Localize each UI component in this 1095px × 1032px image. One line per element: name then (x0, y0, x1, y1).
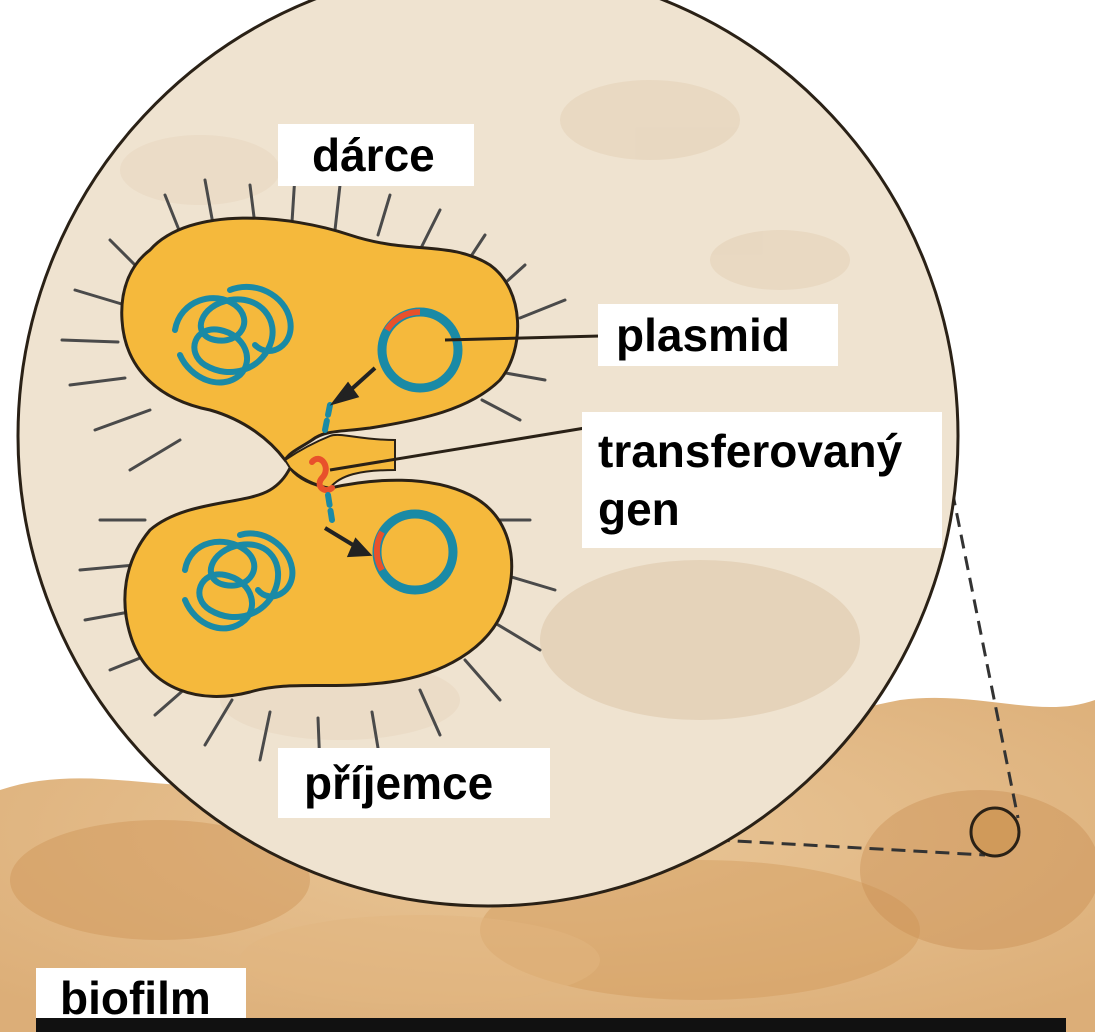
recipient-label: příjemce (278, 748, 550, 818)
donor-label: dárce (278, 124, 474, 186)
transferred-gene-label-line2: gen (598, 480, 942, 538)
transferred-gene-label-line1: transferovaný (598, 422, 942, 480)
plasmid-label: plasmid (598, 304, 838, 366)
biofilm-sample-circle (971, 808, 1019, 856)
transferred-gene-label: transferovaný gen (582, 412, 942, 548)
bottom-bar (36, 1018, 1066, 1032)
